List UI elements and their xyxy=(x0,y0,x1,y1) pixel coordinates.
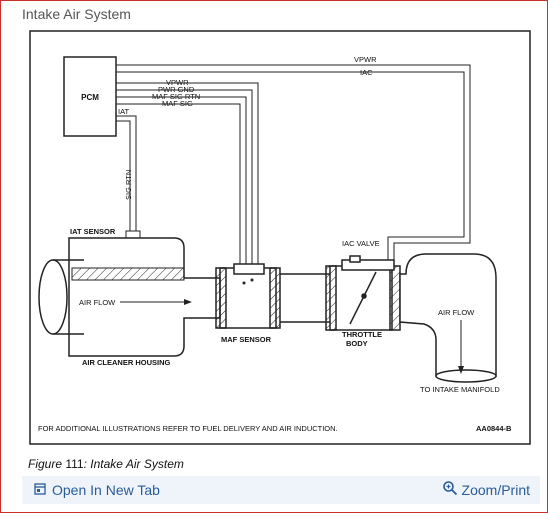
iac-valve xyxy=(341,255,395,271)
pcm-module: PCM xyxy=(63,56,117,137)
svg-text:TO INTAKE MANIFOLD: TO INTAKE MANIFOLD xyxy=(420,385,500,394)
svg-text:IAT: IAT xyxy=(118,107,130,116)
svg-text:MAF SENSOR: MAF SENSOR xyxy=(221,335,272,344)
svg-text:AIR FLOW: AIR FLOW xyxy=(438,308,475,317)
svg-text:PCM: PCM xyxy=(81,93,99,102)
svg-text:THROTTLE: THROTTLE xyxy=(342,330,382,339)
figure-caption: Figure 111: Intake Air System xyxy=(28,457,184,471)
svg-text:AA0844-B: AA0844-B xyxy=(476,424,512,433)
svg-text:IAC VALVE: IAC VALVE xyxy=(342,239,380,248)
open-external-icon xyxy=(34,482,46,498)
intake-air-system-diagram: PCM VPWR IAC VPWR PWR GND MAF SIG RTN MA… xyxy=(24,28,532,449)
intake-elbow xyxy=(399,253,497,383)
svg-text:AIR CLEANER HOUSING: AIR CLEANER HOUSING xyxy=(82,358,171,367)
zoom-print-link[interactable]: Zoom/Print xyxy=(442,480,530,499)
svg-text:MAF SIG: MAF SIG xyxy=(162,99,193,108)
svg-text:PWR GND: PWR GND xyxy=(158,85,195,94)
footer-bar: Open In New Tab Zoom/Print xyxy=(22,476,540,504)
caption-prefix: Figure xyxy=(28,457,63,471)
caption-number: 111 xyxy=(65,457,84,471)
zoom-print-label: Zoom/Print xyxy=(461,481,530,498)
svg-text:IAC: IAC xyxy=(360,68,373,77)
maf-sensor xyxy=(215,263,281,329)
svg-text:SIG RTN: SIG RTN xyxy=(124,170,133,200)
open-in-new-tab-link[interactable]: Open In New Tab xyxy=(34,482,160,498)
magnifier-icon xyxy=(442,480,458,499)
svg-text:MAF SIG RTN: MAF SIG RTN xyxy=(152,92,200,101)
page-title: Intake Air System xyxy=(22,6,131,22)
svg-text:BODY: BODY xyxy=(346,339,368,348)
svg-text:VPWR: VPWR xyxy=(354,55,377,64)
open-in-new-tab-label: Open In New Tab xyxy=(52,482,160,498)
svg-text:AIR FLOW: AIR FLOW xyxy=(79,298,116,307)
svg-text:FOR ADDITIONAL ILLUSTRATIONS R: FOR ADDITIONAL ILLUSTRATIONS REFER TO FU… xyxy=(38,424,338,433)
svg-text:VPWR: VPWR xyxy=(166,78,189,87)
svg-text:IAT SENSOR: IAT SENSOR xyxy=(70,227,116,236)
caption-text: : Intake Air System xyxy=(83,457,184,471)
